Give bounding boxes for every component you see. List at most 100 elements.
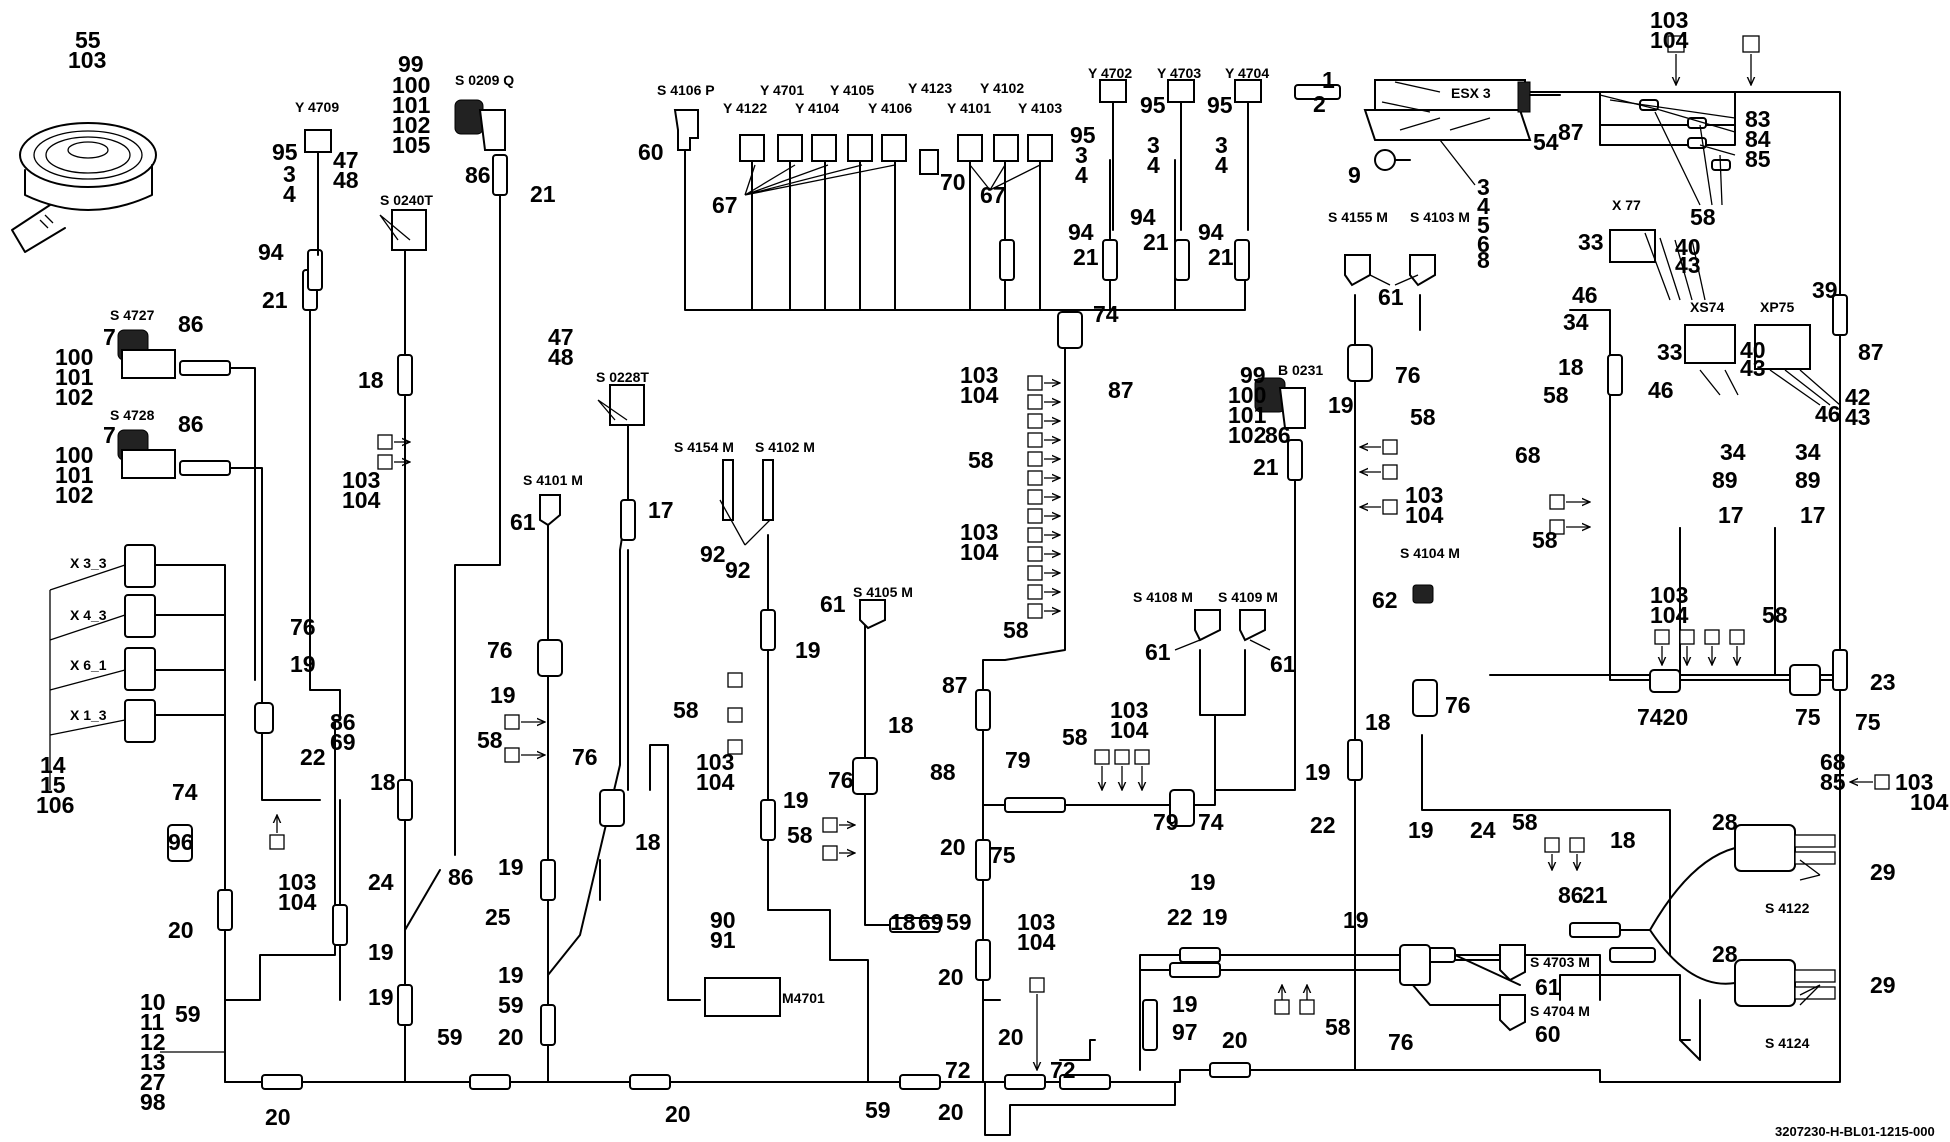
label-y4122: Y 4122 — [723, 100, 767, 116]
callout-46: 46 — [1572, 282, 1598, 308]
callout-22: 22 — [1167, 904, 1193, 930]
callout-58: 58 — [1762, 602, 1788, 628]
label-m4701: M4701 — [782, 990, 825, 1006]
callout-59: 59 — [498, 992, 524, 1018]
label-s4108m: S 4108 M — [1133, 589, 1193, 605]
callout-76: 76 — [828, 767, 854, 793]
callout-21: 21 — [530, 181, 556, 207]
inline-connectors — [167, 84, 1848, 1090]
label-s4704m: S 4704 M — [1530, 1003, 1590, 1019]
callout-99: 99 — [398, 51, 424, 77]
callout-100: 100 — [392, 72, 430, 98]
callout-103: 103 — [1650, 582, 1688, 608]
callout-86: 86 — [465, 162, 491, 188]
callout-29: 29 — [1870, 972, 1896, 998]
callout-6: 6 — [1477, 231, 1490, 257]
callout-8: 8 — [1477, 247, 1490, 273]
callout-18: 18 — [358, 367, 384, 393]
callout-numbers: 55 103 95 3 4 47 48 94 21 99 100 101 102… — [36, 7, 1949, 1130]
callout-23: 23 — [1870, 669, 1896, 695]
callout-18: 18 — [890, 909, 916, 935]
callout-58: 58 — [1543, 382, 1569, 408]
callout-22: 22 — [300, 744, 326, 770]
label-s4122: S 4122 — [1765, 900, 1810, 916]
callout-79: 79 — [1005, 747, 1031, 773]
callout-60: 60 — [638, 139, 664, 165]
callout-43: 43 — [1740, 355, 1766, 381]
callout-20: 20 — [168, 917, 194, 943]
callout-58: 58 — [1325, 1014, 1351, 1040]
label-y4105: Y 4105 — [830, 82, 874, 98]
callout-94: 94 — [1130, 204, 1156, 230]
callout-19: 19 — [498, 854, 524, 880]
callout-103: 103 — [278, 869, 316, 895]
callout-20: 20 — [1222, 1027, 1248, 1053]
callout-103: 103 — [1110, 697, 1148, 723]
callout-69: 69 — [330, 729, 356, 755]
callout-4: 4 — [1075, 162, 1088, 188]
callout-92: 92 — [725, 557, 751, 583]
callout-104: 104 — [1017, 929, 1056, 955]
callout-76: 76 — [487, 637, 513, 663]
callout-20: 20 — [665, 1101, 691, 1127]
callout-103: 103 — [1895, 769, 1933, 795]
callout-19: 19 — [1202, 904, 1228, 930]
callout-104: 104 — [1650, 602, 1689, 628]
component-labels: ESX 3 S 4106 P Y 4122 Y 4701 Y 4104 Y 41… — [70, 65, 1935, 1139]
callout-94: 94 — [258, 239, 284, 265]
callout-22: 22 — [1310, 812, 1336, 838]
callout-47: 47 — [333, 147, 359, 173]
label-y4702: Y 4702 — [1088, 65, 1132, 81]
callout-40: 40 — [1675, 234, 1701, 260]
callout-19: 19 — [490, 682, 516, 708]
callout-103: 103 — [68, 47, 106, 73]
callout-72: 72 — [1050, 1057, 1076, 1083]
callout-29: 29 — [1870, 859, 1896, 885]
callout-79: 79 — [1153, 809, 1179, 835]
callout-21: 21 — [1073, 244, 1099, 270]
callout-62: 62 — [1372, 587, 1398, 613]
callout-88: 88 — [930, 759, 956, 785]
callout-18: 18 — [370, 769, 396, 795]
callout-34: 34 — [1563, 309, 1589, 335]
callout-104: 104 — [960, 539, 999, 565]
callout-86: 86 — [178, 411, 204, 437]
label-y4703: Y 4703 — [1157, 65, 1201, 81]
callout-103: 103 — [960, 362, 998, 388]
callout-58: 58 — [1062, 724, 1088, 750]
label-s4154m: S 4154 M — [674, 439, 734, 455]
callout-19: 19 — [368, 939, 394, 965]
callout-7: 7 — [103, 422, 116, 448]
label-y4106: Y 4106 — [868, 100, 912, 116]
callout-boxes — [269, 54, 1890, 1070]
callout-104: 104 — [960, 382, 999, 408]
callout-24: 24 — [368, 869, 394, 895]
callout-87: 87 — [1858, 339, 1884, 365]
callout-59: 59 — [437, 1024, 463, 1050]
callout-34: 34 — [1720, 439, 1746, 465]
callout-21: 21 — [1582, 882, 1608, 908]
callout-91: 91 — [710, 927, 736, 953]
callout-3: 3 — [1477, 174, 1490, 200]
callout-18: 18 — [888, 712, 914, 738]
callout-21: 21 — [262, 287, 288, 313]
callout-1: 1 — [1322, 67, 1335, 93]
callout-104: 104 — [1405, 502, 1444, 528]
label-s4155m: S 4155 M — [1328, 209, 1388, 225]
callout-104: 104 — [1110, 717, 1149, 743]
label-s4109m: S 4109 M — [1218, 589, 1278, 605]
callout-19: 19 — [1343, 907, 1369, 933]
callout-69: 69 — [918, 909, 944, 935]
label-esx3: ESX 3 — [1451, 85, 1491, 101]
label-s4101m: S 4101 M — [523, 472, 583, 488]
label-s4727: S 4727 — [110, 307, 155, 323]
callout-54: 54 — [1533, 129, 1559, 155]
label-s4104m: S 4104 M — [1400, 545, 1460, 561]
callout-104: 104 — [1650, 27, 1689, 53]
callout-9: 9 — [1348, 162, 1361, 188]
callout-13: 13 — [140, 1049, 166, 1075]
callout-20: 20 — [940, 834, 966, 860]
callout-4: 4 — [1477, 193, 1490, 219]
callout-97: 97 — [1172, 1019, 1198, 1045]
callout-25: 25 — [485, 904, 511, 930]
